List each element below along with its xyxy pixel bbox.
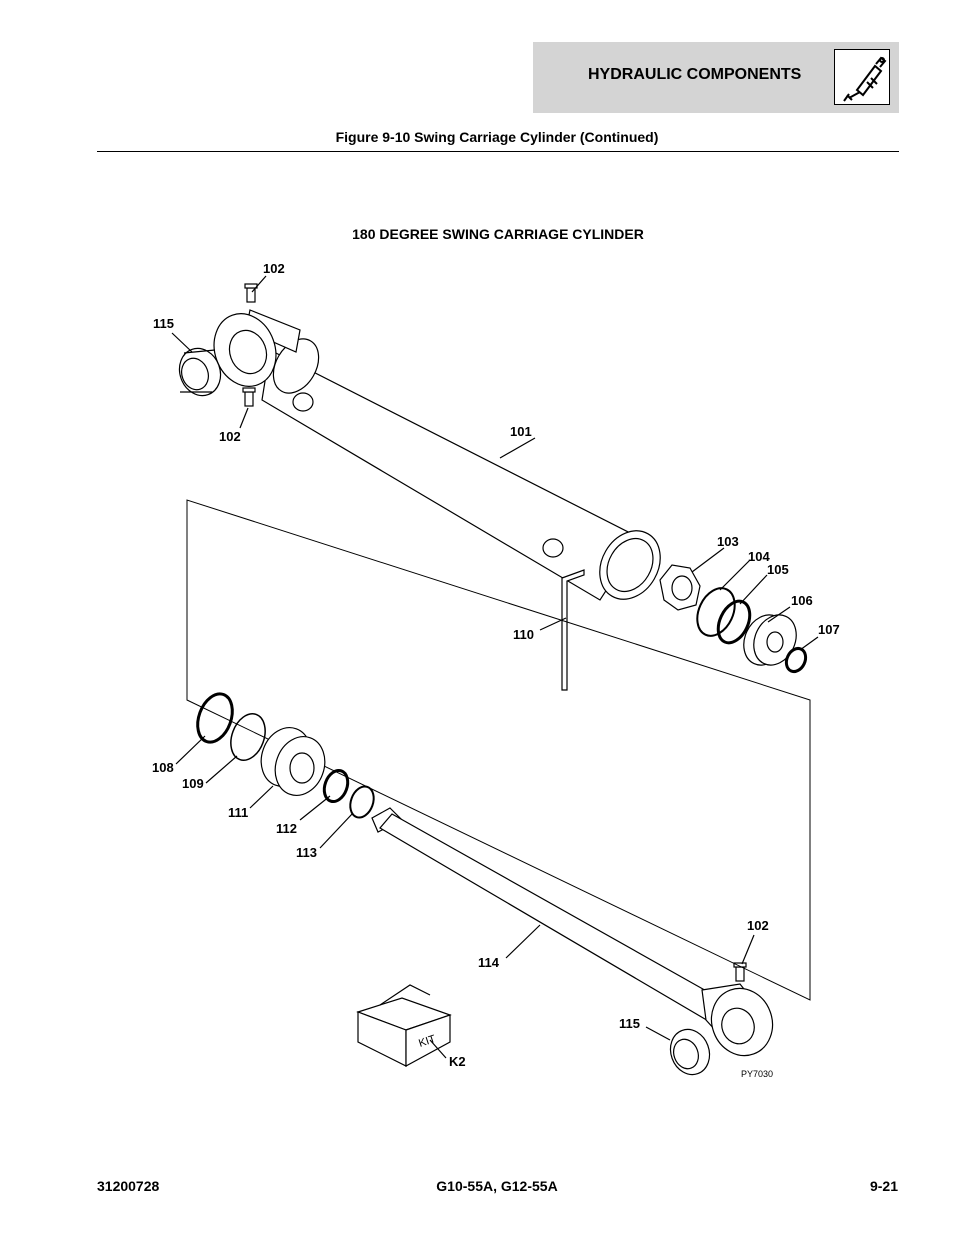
assembly-reference-line — [186, 499, 811, 1001]
callout-108: 108 — [152, 760, 174, 775]
callout-110: 110 — [513, 627, 534, 642]
piston-106 — [743, 614, 797, 666]
callout-107: 107 — [818, 622, 840, 637]
header-rule — [97, 151, 899, 152]
footer-models: G10-55A, G12-55A — [436, 1178, 558, 1194]
footer-page-number: 9-21 — [869, 1178, 898, 1194]
callout-113: 113 — [296, 845, 317, 860]
section-header: HYDRAULIC COMPONENTS — [533, 42, 899, 113]
callout-109: 109 — [182, 776, 204, 791]
figure-caption: Figure 9-10 Swing Carriage Cylinder (Con… — [335, 129, 659, 145]
cylinder-head-111 — [260, 727, 326, 796]
bearing-bottom — [669, 1028, 711, 1076]
callout-102-top: 102 — [263, 261, 285, 276]
grease-fitting-top — [244, 283, 258, 303]
section-title: HYDRAULIC COMPONENTS — [588, 66, 802, 83]
callout-106: 106 — [791, 593, 813, 608]
grease-fitting-mid — [242, 387, 256, 407]
locking-pin — [561, 569, 585, 691]
diagram-title: 180 DEGREE SWING CARRIAGE CYLINDER — [352, 226, 644, 242]
grease-fitting-bottom — [733, 962, 747, 982]
callout-112: 112 — [276, 821, 297, 836]
callout-101: 101 — [510, 424, 532, 439]
callout-103: 103 — [717, 534, 739, 549]
backup-ring-109 — [230, 713, 266, 761]
callout-102-bottom: 102 — [747, 918, 769, 933]
callout-102-mid: 102 — [219, 429, 241, 444]
lock-nut — [659, 564, 701, 611]
kit-box-text: KIT — [417, 1033, 437, 1050]
leader-lines — [171, 275, 819, 1059]
barrel-end-eye — [213, 309, 301, 387]
cylinder-barrel — [261, 338, 661, 601]
seal-kit-box — [356, 984, 452, 1068]
piston-rod — [371, 807, 774, 1057]
footer-document-number: 31200728 — [97, 1178, 160, 1194]
o-ring-105 — [716, 599, 752, 645]
drawing-code: PY7030 — [741, 1069, 773, 1079]
wiper-113 — [349, 785, 375, 819]
bearing-top — [178, 347, 222, 397]
callout-115-top: 115 — [153, 316, 174, 331]
callout-105: 105 — [767, 562, 789, 577]
callout-labels: 101 102 102 102 103 104 105 106 107 108 … — [152, 261, 840, 1069]
callout-111: 111 — [228, 805, 248, 820]
hydraulic-cylinder-icon — [834, 49, 890, 105]
callout-k2: K2 — [449, 1054, 466, 1069]
callout-115-bottom: 115 — [619, 1016, 640, 1031]
callout-104: 104 — [748, 549, 770, 564]
rod-seal-112 — [322, 769, 350, 803]
callout-114: 114 — [478, 955, 500, 970]
wear-ring-104 — [696, 587, 736, 637]
o-ring-108 — [196, 692, 234, 744]
